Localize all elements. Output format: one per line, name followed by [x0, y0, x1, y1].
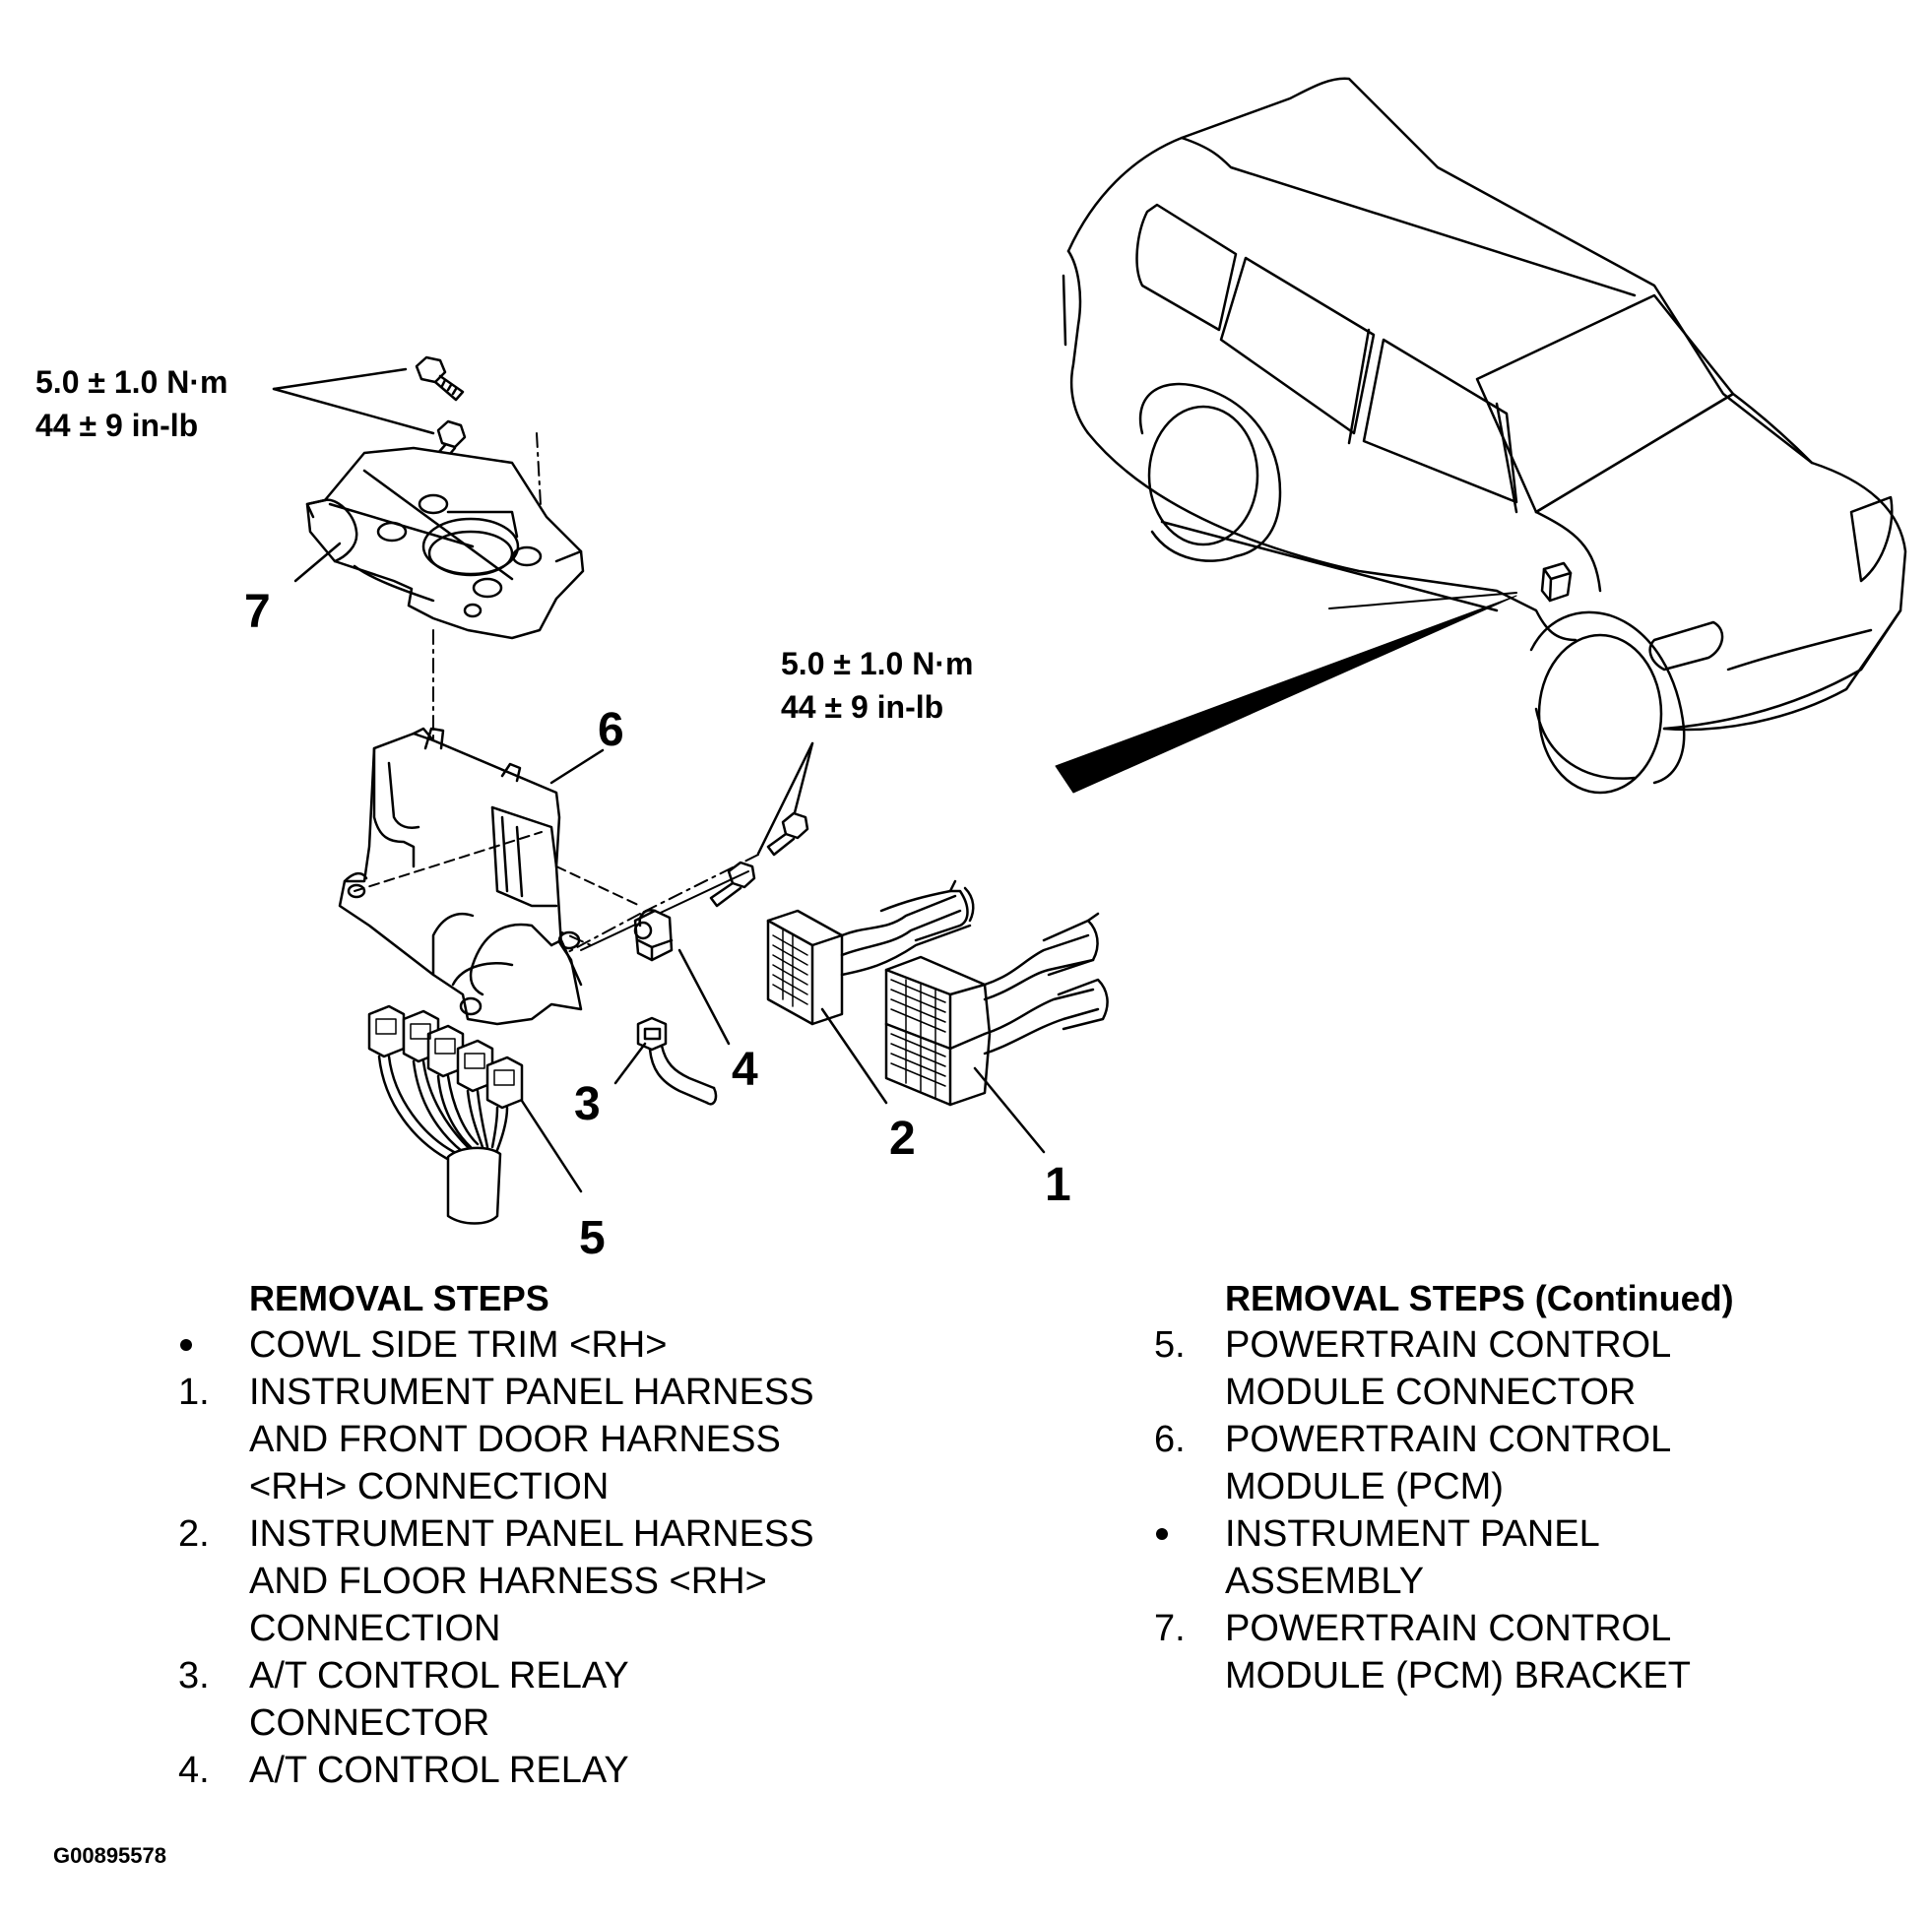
callout-7: 7 [244, 586, 271, 638]
step-item: 5. POWERTRAIN CONTROL MODULE CONNECTOR [1154, 1321, 1734, 1416]
step-text: COWL SIDE TRIM <RH> [249, 1324, 668, 1366]
step-text: POWERTRAIN CONTROL [1225, 1608, 1672, 1649]
torque-label-right: 5.0 ± 1.0 N·m 44 ± 9 in-lb [781, 642, 973, 729]
callout-6: 6 [598, 704, 624, 756]
step-number: 1. [178, 1372, 210, 1413]
bolt-icon [766, 811, 809, 857]
bolt-icon [415, 355, 465, 402]
torque-metric: 5.0 ± 1.0 N·m [35, 364, 228, 400]
pcm-module [338, 727, 583, 1026]
callout-2: 2 [889, 1113, 916, 1165]
step-text: A/T CONTROL RELAY [249, 1655, 629, 1696]
torque-imperial: 44 ± 9 in-lb [781, 689, 944, 725]
torque-metric: 5.0 ± 1.0 N·m [781, 646, 974, 681]
step-item: 4. A/T CONTROL RELAY [178, 1747, 814, 1794]
step-item: 7. POWERTRAIN CONTROL MODULE (PCM) BRACK… [1154, 1605, 1734, 1699]
callout-5: 5 [579, 1212, 606, 1264]
harness-connector-1 [884, 912, 1109, 1107]
callout-1: 1 [1045, 1159, 1071, 1211]
relay-connector [636, 1016, 718, 1106]
step-text: ASSEMBLY [1225, 1561, 1425, 1602]
step-number: 7. [1154, 1608, 1186, 1649]
step-number: 6. [1154, 1419, 1186, 1460]
step-text: MODULE (PCM) BRACKET [1225, 1655, 1691, 1696]
step-text: MODULE CONNECTOR [1225, 1372, 1637, 1413]
bullet-icon [1156, 1528, 1168, 1540]
torque-label-top: 5.0 ± 1.0 N·m 44 ± 9 in-lb [35, 360, 227, 447]
step-text: POWERTRAIN CONTROL [1225, 1419, 1672, 1460]
step-text: POWERTRAIN CONTROL [1225, 1324, 1672, 1366]
step-item: 3. A/T CONTROL RELAY CONNECTOR [178, 1652, 814, 1747]
removal-steps-right: REMOVAL STEPS (Continued) 5. POWERTRAIN … [1154, 1278, 1734, 1699]
pcm-connector [367, 1004, 524, 1225]
pcm-bracket [305, 446, 585, 640]
removal-steps-title: REMOVAL STEPS (Continued) [1225, 1278, 1734, 1318]
torque-imperial: 44 ± 9 in-lb [35, 408, 199, 443]
step-text: <RH> CONNECTION [249, 1466, 610, 1507]
step-number: 5. [1154, 1324, 1186, 1366]
step-text: INSTRUMENT PANEL HARNESS [249, 1513, 814, 1555]
step-number: 2. [178, 1513, 210, 1555]
step-item: 1. INSTRUMENT PANEL HARNESS AND FRONT DO… [178, 1369, 814, 1510]
step-item: 2. INSTRUMENT PANEL HARNESS AND FLOOR HA… [178, 1510, 814, 1652]
bullet-icon [180, 1339, 192, 1351]
bolt-icon [709, 861, 756, 908]
step-text: AND FLOOR HARNESS <RH> [249, 1561, 767, 1602]
relay-icon [633, 909, 674, 962]
bolt-axis-line [580, 870, 749, 951]
step-number: 4. [178, 1750, 210, 1791]
step-text: CONNECTION [249, 1608, 501, 1649]
location-pointer [1055, 595, 1517, 794]
step-text: CONNECTOR [249, 1702, 490, 1744]
removal-steps-title: REMOVAL STEPS [249, 1278, 549, 1318]
vehicle-outline [1062, 77, 1907, 795]
step-text: MODULE (PCM) [1225, 1466, 1504, 1507]
removal-steps-left: REMOVAL STEPS COWL SIDE TRIM <RH> 1. INS… [178, 1278, 814, 1794]
callout-4: 4 [732, 1044, 758, 1096]
step-number: 3. [178, 1655, 210, 1696]
callout-leaders [293, 542, 1046, 1193]
callout-3: 3 [574, 1078, 601, 1130]
step-text: AND FRONT DOOR HARNESS [249, 1419, 781, 1460]
hidden-lines [354, 831, 641, 907]
step-item: COWL SIDE TRIM <RH> [180, 1321, 814, 1369]
step-text: A/T CONTROL RELAY [249, 1750, 629, 1791]
step-text: INSTRUMENT PANEL HARNESS [249, 1372, 814, 1413]
step-item: INSTRUMENT PANEL ASSEMBLY [1156, 1510, 1734, 1605]
step-item: 6. POWERTRAIN CONTROL MODULE (PCM) [1154, 1416, 1734, 1510]
figure-id: G00895578 [53, 1843, 166, 1868]
harness-connector-2 [766, 879, 975, 1026]
step-text: INSTRUMENT PANEL [1225, 1513, 1600, 1555]
